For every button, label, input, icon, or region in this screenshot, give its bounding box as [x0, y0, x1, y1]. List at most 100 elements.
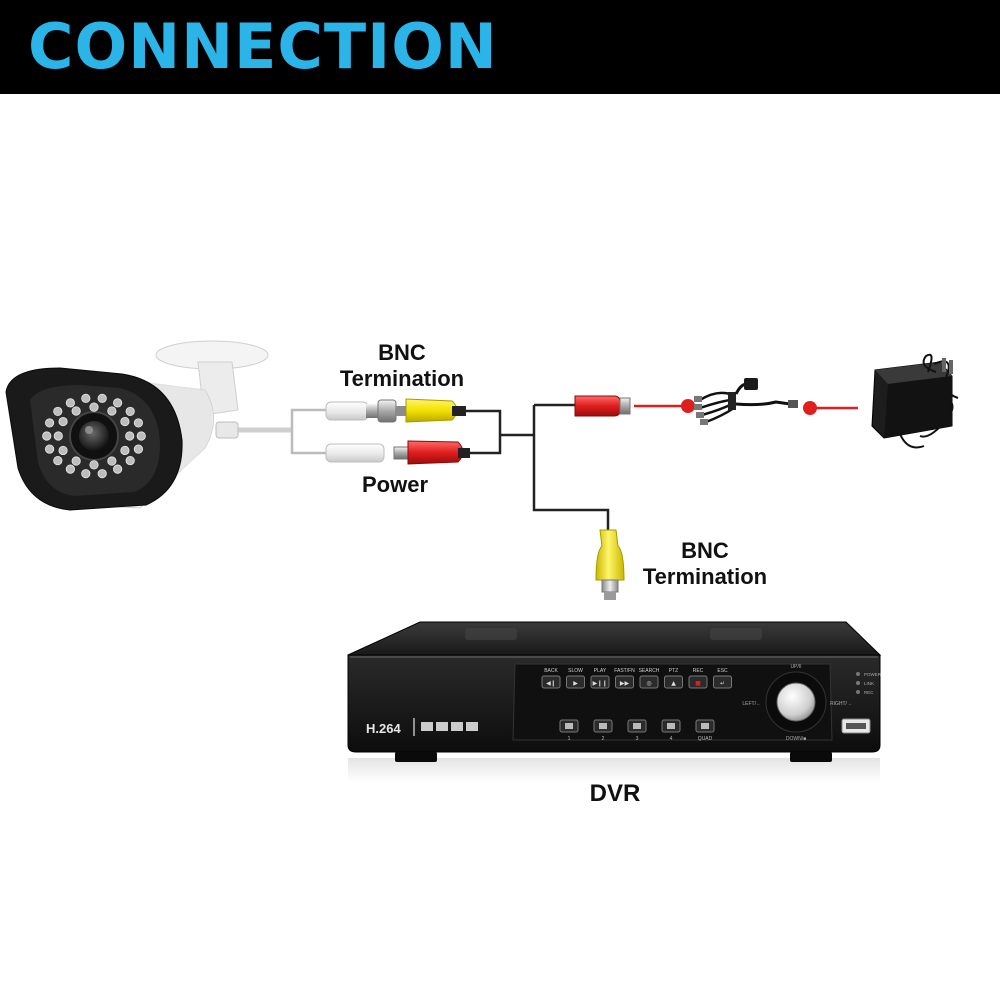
channel-label: 1: [568, 736, 571, 742]
channel-label: QUAD: [698, 736, 713, 742]
ir-led-icon: [113, 398, 123, 408]
channel-button-icon: [599, 723, 607, 729]
bnc-label-line1: BNC: [681, 538, 729, 563]
indicator-label: POWER: [864, 672, 882, 677]
dvr-front-button[interactable]: [713, 675, 732, 689]
dvr-button-label: ESC: [717, 668, 728, 674]
dvr-button-label: REC: [693, 668, 704, 674]
indicator-label: REC: [864, 690, 874, 695]
ir-led-icon: [107, 406, 117, 416]
indicator-label: LINK: [864, 681, 874, 686]
ir-led-icon: [53, 406, 63, 417]
dial-label-left: LEFT/←: [742, 701, 761, 707]
channel-button-icon: [667, 723, 675, 729]
dvr-button-icon: ■: [695, 680, 701, 687]
dvr-front-button[interactable]: [688, 675, 708, 689]
dvr-button-icon: ◎: [646, 680, 651, 687]
channel-label: 3: [636, 736, 639, 742]
dvr-button-icon: ▶❙❙: [593, 680, 608, 687]
camera-cables: [290, 408, 326, 455]
channel-button-icon: [633, 723, 641, 729]
ir-led-icon: [58, 416, 68, 427]
dvr-button-icon: ↵: [720, 680, 725, 687]
ir-led-icon: [65, 398, 75, 408]
ir-led-icon: [42, 431, 52, 441]
ir-led-icon: [133, 418, 144, 428]
ir-led-icon: [125, 406, 135, 417]
ir-led-icon: [81, 393, 91, 403]
ir-led-icon: [44, 418, 55, 428]
ir-led-icon: [97, 393, 107, 403]
page-title: CONNECTION: [28, 10, 498, 83]
yellow-bnc-to-dvr: [595, 529, 625, 600]
bnc-label-line2: Termination: [339, 366, 465, 391]
ir-led-icon: [44, 444, 55, 454]
ir-led-icon: [65, 464, 75, 474]
dvr-front-button[interactable]: [541, 675, 561, 689]
ir-led-icon: [58, 445, 68, 456]
yellow-bnc-connector: [396, 398, 466, 423]
dvr-button-icon: ▲: [671, 680, 676, 687]
dvr-button-label: SEARCH: [639, 668, 660, 674]
channel-label: 4: [670, 736, 673, 742]
ir-led-icon: [120, 445, 130, 456]
ir-led-icon: [81, 469, 91, 479]
power-splitter-icon: [694, 378, 798, 425]
power-link-line: [634, 399, 858, 415]
ir-led-icon: [133, 444, 144, 454]
dvr-front-button[interactable]: [664, 675, 683, 689]
ir-led-icon: [97, 469, 107, 479]
dial-label-top: UP/II: [790, 664, 801, 670]
ir-led-icon: [107, 456, 117, 466]
bnc-label-line2: Termination: [642, 564, 768, 589]
dvr-button-label: SLOW: [568, 668, 583, 674]
dvr-front-button[interactable]: [639, 675, 659, 689]
ir-led-icon: [125, 455, 135, 466]
dvr-icon: H.264 BACK ◀❙ SLOW ▶ PLAY ▶❙❙ FAST/FN ▶▶ SEARCH ◎…: [347, 621, 882, 782]
dvr-button-label: FAST/FN: [614, 668, 635, 674]
dvr-label: DVR: [589, 780, 641, 807]
ir-led-icon: [125, 431, 135, 441]
dial-label-bottom: DOWN/■: [786, 736, 806, 742]
power-adapter-icon: [871, 353, 959, 449]
indicator-led-icon: [856, 681, 860, 685]
dvr-button-icon: ▶: [573, 680, 578, 687]
dvr-front-button[interactable]: [566, 675, 585, 689]
channel-button-icon: [701, 723, 709, 729]
red-power-connector: [393, 440, 470, 465]
ir-led-icon: [120, 416, 130, 427]
ir-led-icon: [136, 431, 146, 441]
dvr-front-button[interactable]: [590, 675, 610, 689]
dvr-button-icon: ▶▶: [620, 680, 630, 687]
power-jack: [574, 395, 631, 417]
model-label: H.264: [366, 721, 401, 736]
dvr-button-label: PLAY: [594, 668, 607, 674]
white-power-connector: [325, 443, 385, 463]
ir-led-icon: [53, 455, 63, 466]
bnc-label-line1: BNC: [378, 340, 426, 365]
channel-button-icon: [565, 723, 573, 729]
dvr-button-label: BACK: [544, 668, 558, 674]
dial-label-right: RIGHT/→: [830, 701, 852, 707]
power-label: Power: [361, 472, 429, 497]
ir-led-icon: [89, 402, 99, 412]
indicator-led-icon: [856, 690, 860, 694]
channel-label: 2: [602, 736, 605, 742]
header-bar: CONNECTION: [0, 0, 1000, 94]
dvr-button-icon: ◀❙: [546, 680, 556, 687]
dvr-button-label: PTZ: [669, 668, 678, 674]
dial-button[interactable]: [776, 682, 816, 722]
ir-led-icon: [113, 464, 123, 474]
ir-led-icon: [89, 460, 99, 470]
white-bnc-connector: [325, 399, 397, 423]
indicator-led-icon: [856, 672, 860, 676]
bnc-termination-label-top: BNC Termination: [322, 340, 482, 392]
dvr-front-button[interactable]: [615, 675, 634, 689]
camera-icon: [5, 340, 292, 511]
black-cables: [466, 403, 610, 530]
bnc-termination-label-bottom: BNC Termination: [625, 538, 785, 590]
ir-led-icon: [71, 406, 81, 416]
ir-led-icon: [53, 431, 63, 441]
ir-led-icon: [71, 456, 81, 466]
